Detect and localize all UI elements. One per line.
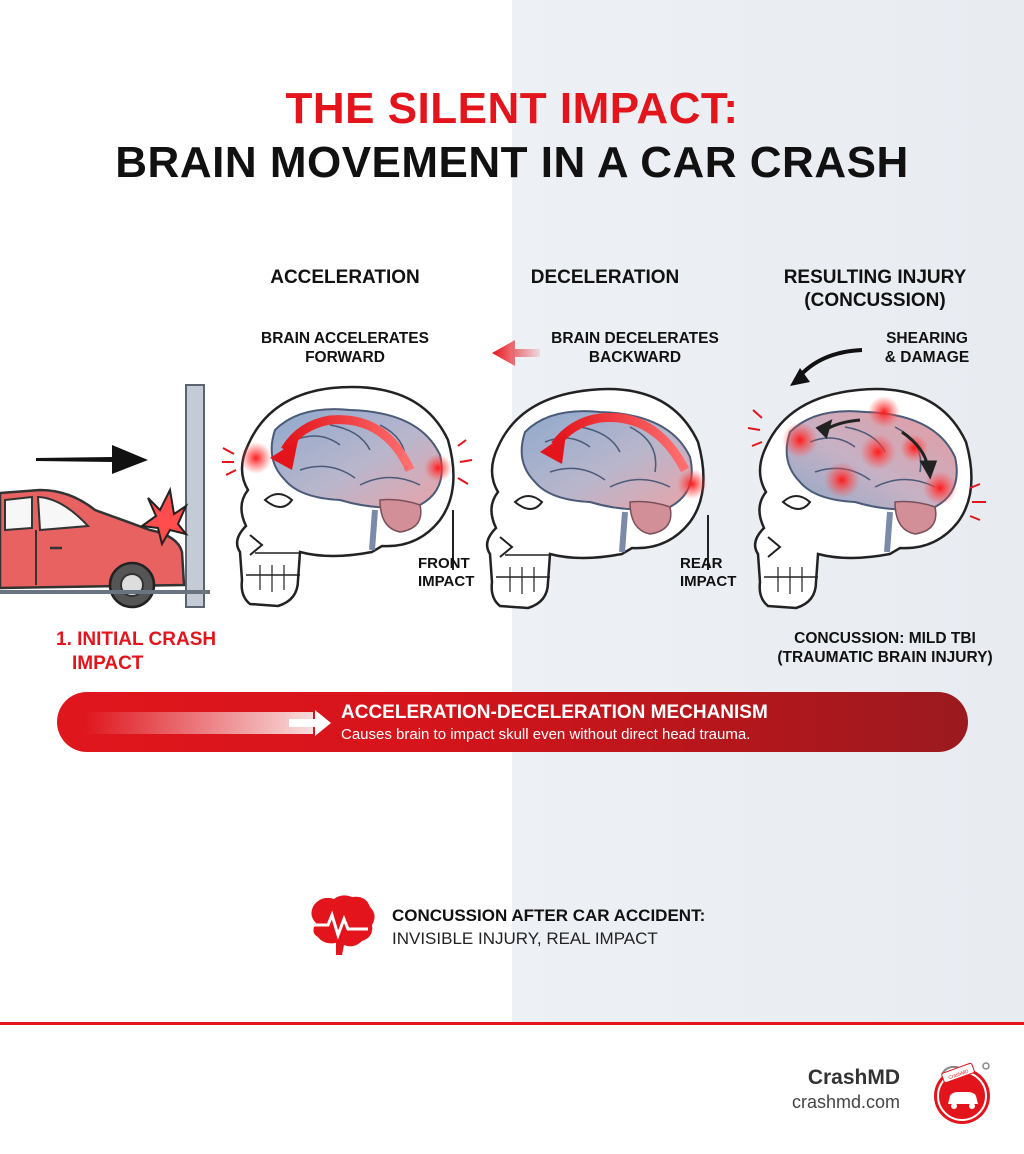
acceleration-heading: ACCELERATION (270, 267, 420, 288)
banner-subtitle: Causes brain to impact skull even withou… (341, 726, 751, 743)
note-line2: INVISIBLE INJURY, REAL IMPACT (392, 929, 658, 948)
impact-lines (222, 439, 473, 485)
acceleration-subheading: BRAIN ACCELERATES FORWARD (235, 330, 455, 367)
injury-heading-line2: (CONCUSSION) (804, 289, 946, 311)
curved-arrow-icon (281, 415, 415, 472)
front-impact-label: FRONT IMPACT (418, 555, 482, 591)
curved-arrow-icon-3 (796, 348, 863, 380)
arrow-right-icon-banner (289, 710, 331, 736)
deceleration-sub-line2: BACKWARD (588, 348, 682, 366)
brain-heartbeat-icon (311, 895, 375, 955)
shearing-line1: SHEARING (886, 330, 968, 347)
arrow-head-3 (790, 368, 810, 386)
footer (0, 1025, 1024, 1154)
concussion-caption: CONCUSSION: MILD TBI (TRAUMATIC BRAIN IN… (760, 630, 1010, 667)
brand-url[interactable]: crashmd.com (791, 1092, 900, 1112)
arrow-head (270, 440, 298, 470)
concussion-caption-line2: (TRAUMATIC BRAIN INJURY) (777, 648, 993, 666)
wall (185, 384, 205, 608)
injury-heading-line1: RESULTING INJURY (783, 267, 967, 288)
crash-burst-icon (139, 486, 189, 547)
deceleration-subheading: BRAIN DECELERATES BACKWARD (525, 330, 745, 367)
rear-impact-line1: REAR (680, 555, 723, 572)
concussion-caption-line1: CONCUSSION: MILD TBI (794, 630, 976, 647)
arrow-right-icon (36, 445, 148, 474)
crash-illustration (0, 340, 986, 610)
rear-impact-label: REAR IMPACT (680, 555, 744, 591)
impact-glow-rear (677, 469, 707, 499)
brain-icon-acceleration (270, 408, 443, 551)
car-icon (0, 488, 210, 609)
mechanism-banner: ACCELERATION-DECELERATION MECHANISM Caus… (57, 692, 968, 752)
crash-label-line2: IMPACT (72, 652, 144, 674)
arrow-left-icon (492, 340, 540, 366)
deceleration-heading: DECELERATION (530, 267, 680, 288)
deceleration-sub-line1: BRAIN DECELERATES (551, 330, 719, 347)
page-title-line1: THE SILENT IMPACT: (285, 84, 739, 133)
initial-crash-label: 1. INITIAL CRASH IMPACT (56, 628, 256, 676)
page-title-line2: BRAIN MOVEMENT IN A CAR CRASH (115, 138, 909, 187)
footer-divider (0, 1022, 1024, 1025)
arrow-head-2 (540, 434, 566, 464)
acceleration-sub-line2: FORWARD (305, 348, 385, 366)
impact-glow-front (240, 442, 272, 474)
stethoscope-logo-icon: CrashMD (934, 1062, 990, 1124)
shearing-line2: & DAMAGE (884, 348, 970, 366)
note-line1: CONCUSSION AFTER CAR ACCIDENT: (392, 906, 706, 925)
crash-label-line1: 1. INITIAL CRASH (56, 629, 217, 650)
curved-arrow-icon-2 (551, 412, 689, 473)
impact-glow-back (424, 454, 452, 482)
shearing-label: SHEARING & DAMAGE (862, 330, 992, 367)
banner-title: ACCELERATION-DECELERATION MECHANISM (341, 702, 768, 723)
brand-name: CrashMD (807, 1066, 900, 1089)
injury-impact-lines (747, 409, 986, 521)
injury-heading: RESULTING INJURY (CONCUSSION) (740, 267, 1010, 313)
front-impact-line2: IMPACT (418, 573, 475, 590)
injury-glows (782, 396, 957, 505)
shearing-arrows (815, 418, 938, 480)
rear-impact-line2: IMPACT (680, 573, 737, 590)
acceleration-sub-line1: BRAIN ACCELERATES (261, 330, 429, 347)
front-impact-line1: FRONT (418, 555, 470, 572)
banner-fade (83, 712, 313, 734)
